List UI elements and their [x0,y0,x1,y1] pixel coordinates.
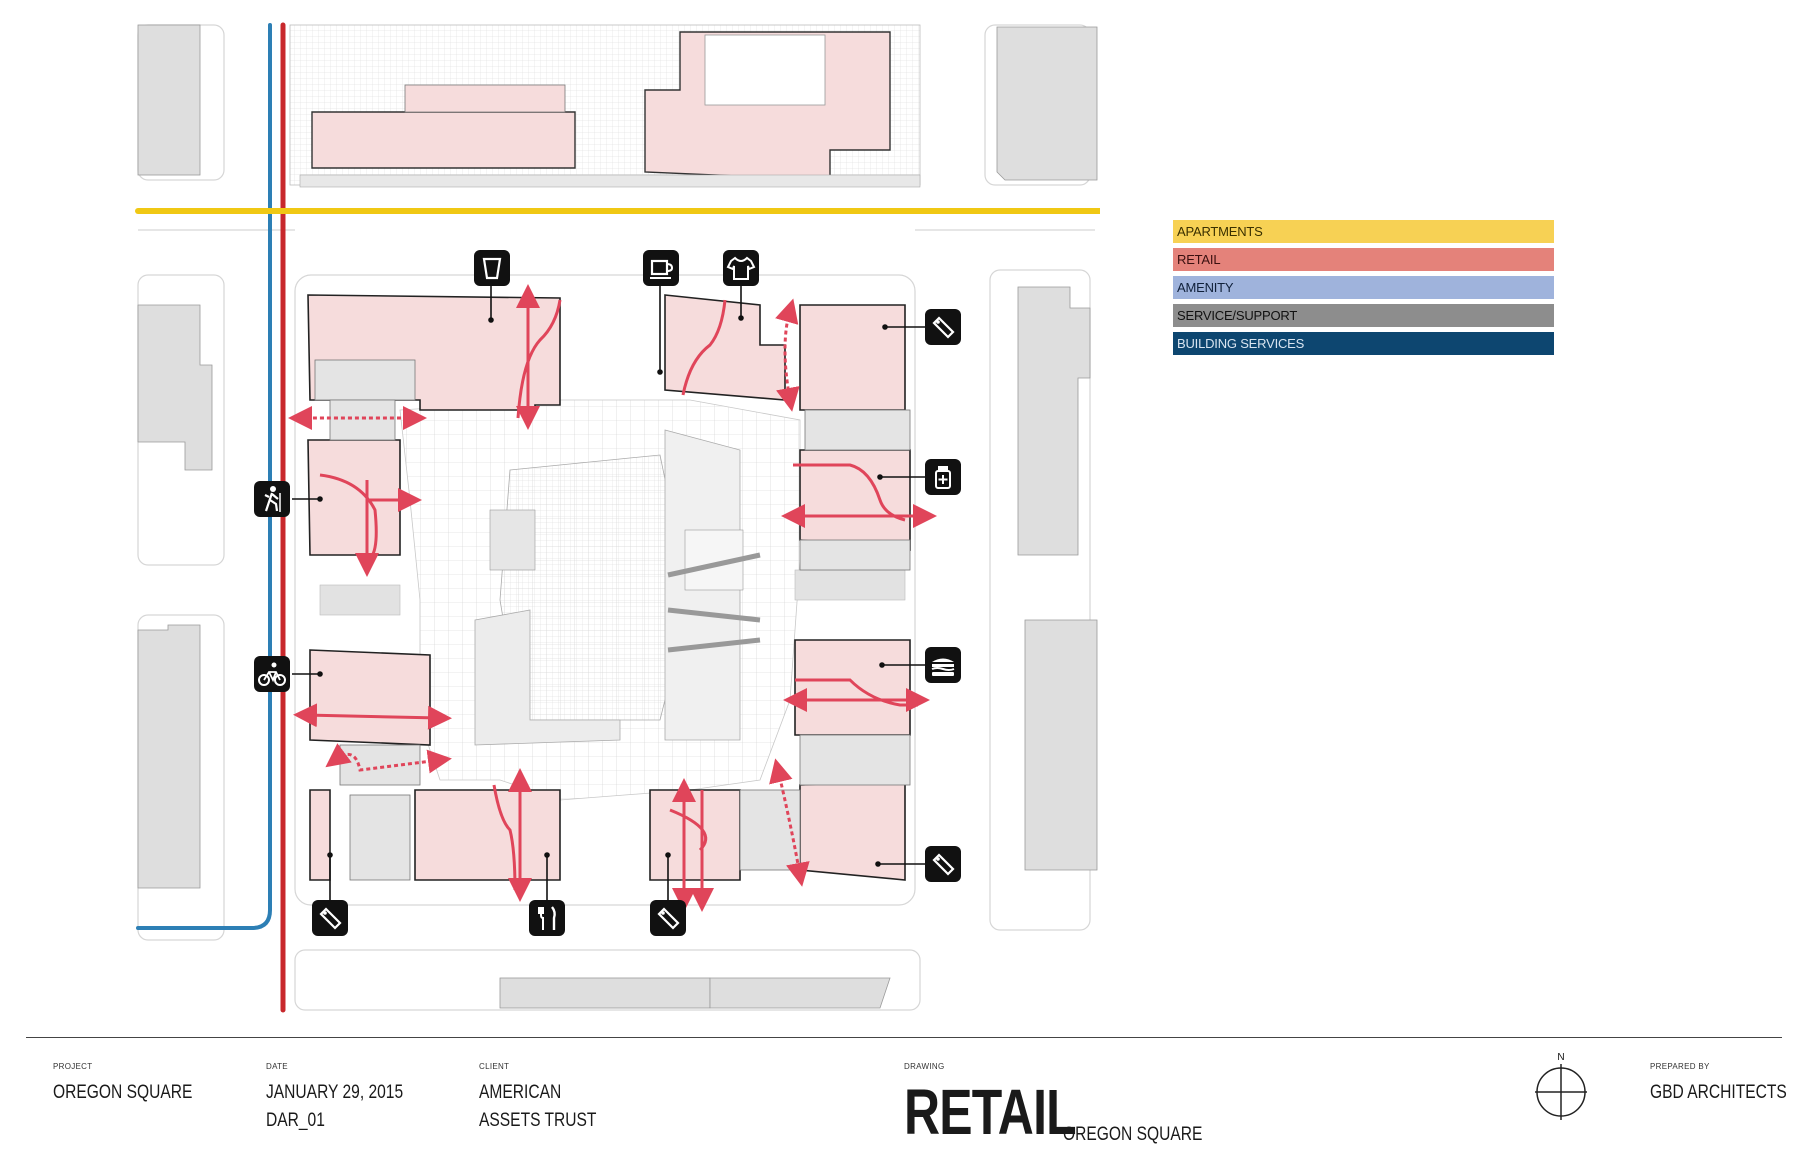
drawing-field: DRAWING [904,1062,944,1079]
client-line-2: ASSETS TRUST [479,1110,597,1131]
project-field: PROJECT OREGON SQUARE [53,1062,223,1107]
drink-cup-icon [474,250,510,286]
date-value: JANUARY 29, 2015 [266,1082,404,1103]
title-block-divider [26,1037,1782,1038]
north-label: N [1557,1052,1564,1063]
legend-item-building-services: BUILDING SERVICES [1173,332,1554,355]
legend-item-amenity: AMENITY [1173,276,1554,299]
date-field: DATE JANUARY 29, 2015 DAR_01 [266,1062,433,1135]
bicycle-icon [254,656,290,692]
date-label: DATE [266,1062,288,1071]
circulation-arrows [288,284,937,912]
prepared-value: GBD ARCHITECTS [1650,1082,1787,1103]
price-tag-icon [650,900,686,936]
project-label: PROJECT [53,1062,93,1071]
site-plan [135,22,1100,1013]
legend: APARTMENTS RETAIL AMENITY SERVICE/SUPPOR… [1173,220,1554,360]
pharmacy-icon [925,459,961,495]
hiker-icon [254,481,290,517]
north-arrow-icon: N [1535,1052,1587,1120]
project-value: OREGON SQUARE [53,1082,193,1103]
icon-leaders [292,285,925,900]
price-tag-icon [312,900,348,936]
drawing-title: RETAIL [904,1076,1077,1148]
fork-knife-icon [529,900,565,936]
north-building [289,24,921,188]
drawing-subtitle: OREGON SQUARE [1063,1124,1203,1145]
prepared-label: PREPARED BY [1650,1062,1710,1071]
transit-lines [135,22,1100,1013]
coffee-cup-icon [643,250,679,286]
client-label: CLIENT [479,1062,510,1071]
sandwich-icon [925,647,961,683]
price-tag-icon [925,309,961,345]
drawing-label: DRAWING [904,1062,945,1071]
plaza [319,399,906,801]
price-tag-icon [925,846,961,882]
prepared-by-field: PREPARED BY GBD ARCHITECTS [1650,1062,1800,1107]
tshirt-icon [723,250,759,286]
date-code: DAR_01 [266,1110,325,1131]
legend-item-retail: RETAIL [1173,248,1554,271]
client-line-1: AMERICAN [479,1082,562,1103]
neighbor-buildings [137,24,1098,1009]
legend-item-apartments: APARTMENTS [1173,220,1554,243]
legend-item-service-support: SERVICE/SUPPORT [1173,304,1554,327]
client-field: CLIENT AMERICAN ASSETS TRUST [479,1062,622,1135]
